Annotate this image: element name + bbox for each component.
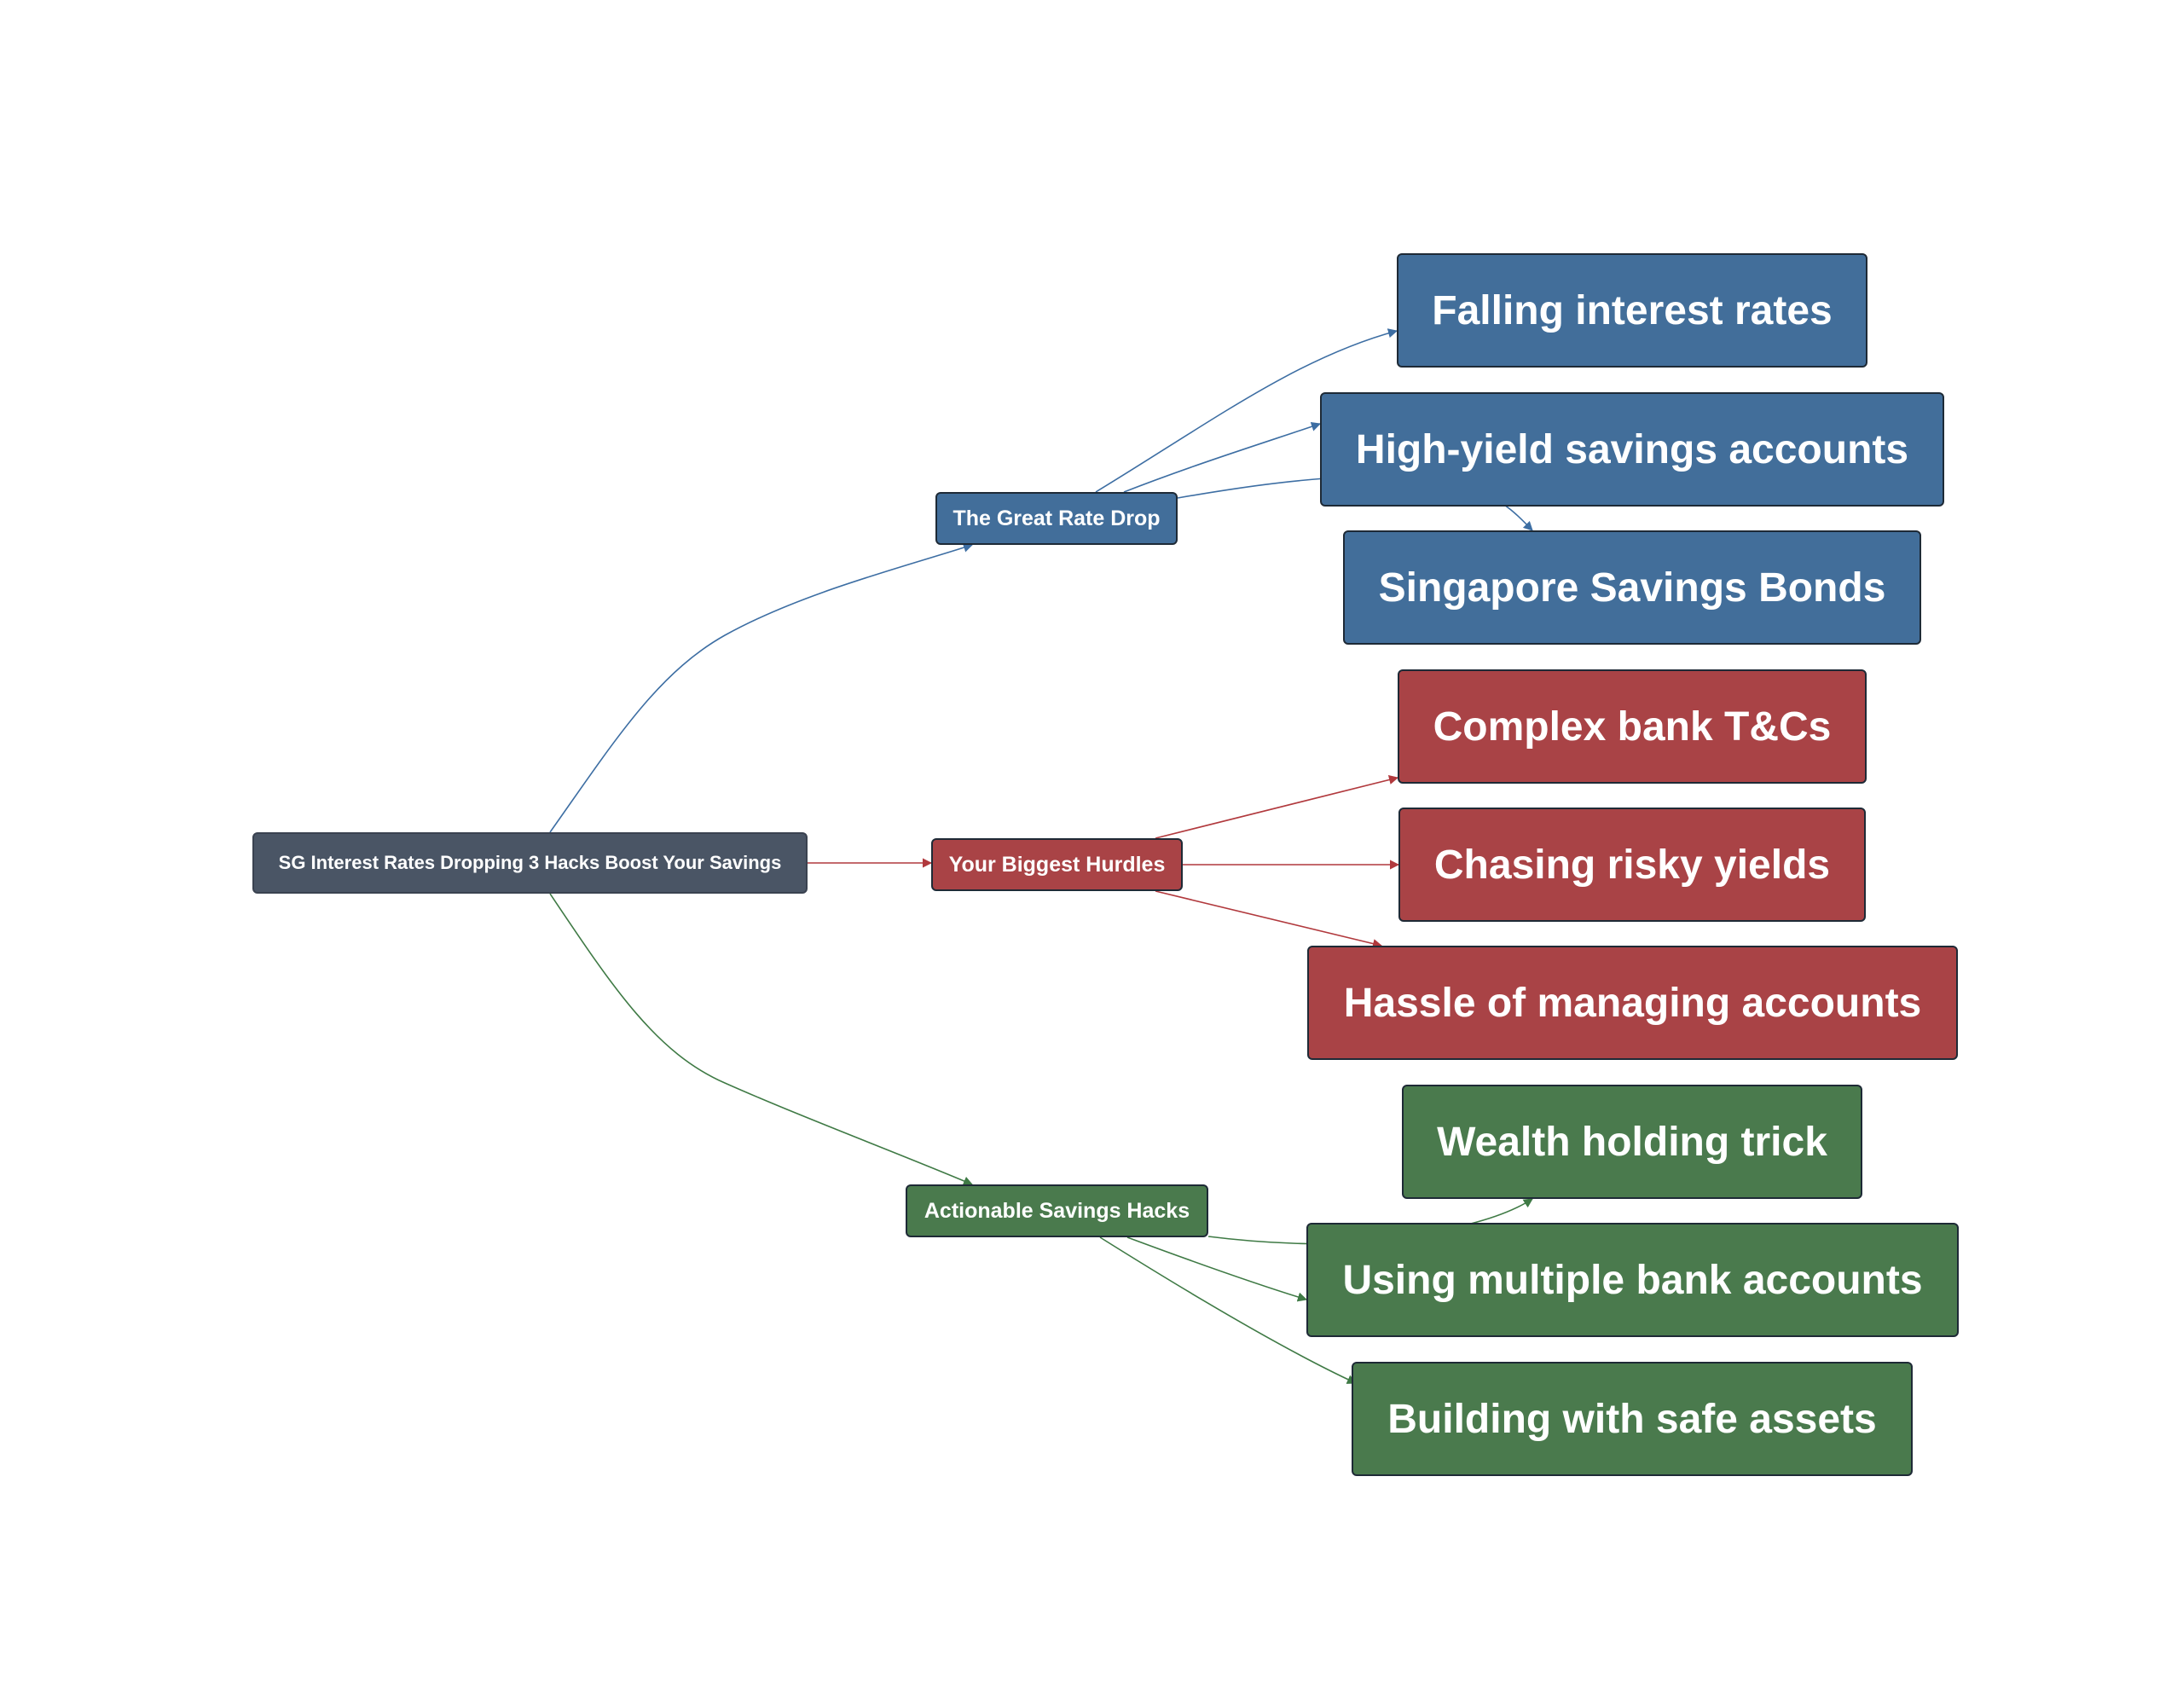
branch-node-savings-hacks[interactable]: Actionable Savings Hacks (906, 1184, 1208, 1237)
leaf-node-chasing-risky-yields[interactable]: Chasing risky yields (1398, 808, 1866, 922)
leaf-node-managing-accounts[interactable]: Hassle of managing accounts (1307, 946, 1958, 1060)
edge-hurdles-to-managing-accounts (1155, 890, 1383, 949)
edge-root-to-rate-drop (549, 542, 974, 833)
edge-hacks-to-multiple-accounts (1126, 1236, 1308, 1302)
edge-root-to-hacks (549, 893, 974, 1186)
edge-rate-drop-to-high-yield (1123, 421, 1322, 493)
leaf-node-singapore-savings-bonds[interactable]: Singapore Savings Bonds (1343, 530, 1921, 645)
branch-node-great-rate-drop[interactable]: The Great Rate Drop (935, 492, 1178, 545)
leaf-node-safe-assets[interactable]: Building with safe assets (1352, 1362, 1913, 1476)
leaf-node-multiple-bank-accounts[interactable]: Using multiple bank accounts (1306, 1223, 1959, 1337)
edge-hacks-to-safe-assets (1099, 1236, 1358, 1384)
branch-node-biggest-hurdles[interactable]: Your Biggest Hurdles (931, 838, 1183, 891)
edge-rate-drop-to-falling-rates (1095, 328, 1398, 493)
leaf-node-wealth-holding-trick[interactable]: Wealth holding trick (1402, 1085, 1862, 1199)
leaf-node-falling-interest-rates[interactable]: Falling interest rates (1397, 253, 1867, 368)
edge-hurdles-to-bank-tcs (1155, 775, 1399, 839)
leaf-node-complex-bank-tcs[interactable]: Complex bank T&Cs (1398, 669, 1867, 784)
root-node[interactable]: SG Interest Rates Dropping 3 Hacks Boost… (252, 832, 808, 894)
leaf-node-high-yield-savings[interactable]: High-yield savings accounts (1320, 392, 1944, 507)
